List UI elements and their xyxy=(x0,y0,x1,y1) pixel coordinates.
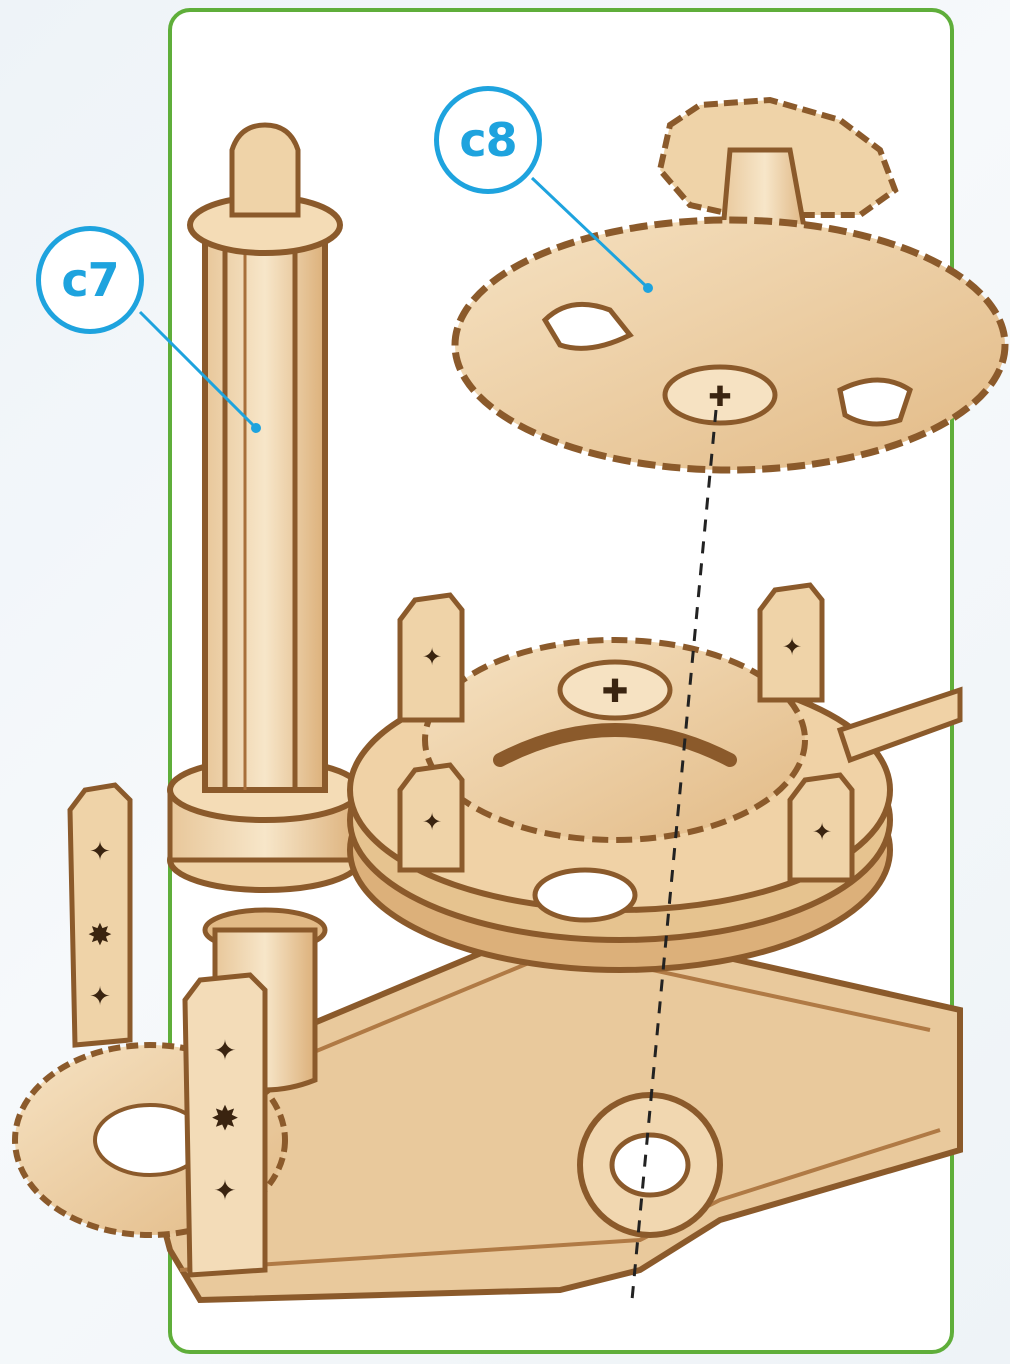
svg-text:✦: ✦ xyxy=(422,643,442,671)
svg-text:✦: ✦ xyxy=(89,982,111,1012)
callout-c8-label: c8 xyxy=(459,113,516,167)
c8-leader-dot xyxy=(643,283,653,293)
svg-text:✦: ✦ xyxy=(89,837,111,867)
c7-leader-dot xyxy=(251,423,261,433)
front-upright: ✦ ✸ ✦ xyxy=(185,975,265,1275)
callout-c7: c7 xyxy=(36,226,144,334)
c7-post xyxy=(170,125,360,1090)
callout-c8: c8 xyxy=(434,86,542,194)
svg-text:✚: ✚ xyxy=(708,380,731,413)
svg-text:✦: ✦ xyxy=(213,1174,236,1207)
svg-text:✦: ✦ xyxy=(213,1034,236,1067)
left-upright: ✦ ✸ ✦ xyxy=(70,785,130,1045)
svg-text:✚: ✚ xyxy=(602,672,629,710)
svg-text:✸: ✸ xyxy=(211,1099,240,1139)
svg-text:✦: ✦ xyxy=(812,818,832,846)
callout-c7-label: c7 xyxy=(61,253,118,307)
svg-text:✸: ✸ xyxy=(87,918,112,953)
center-gear-stack: ✚ ✦ ✦ ✦ ✦ xyxy=(350,585,960,970)
svg-text:✦: ✦ xyxy=(422,808,442,836)
svg-text:✦: ✦ xyxy=(782,633,802,661)
